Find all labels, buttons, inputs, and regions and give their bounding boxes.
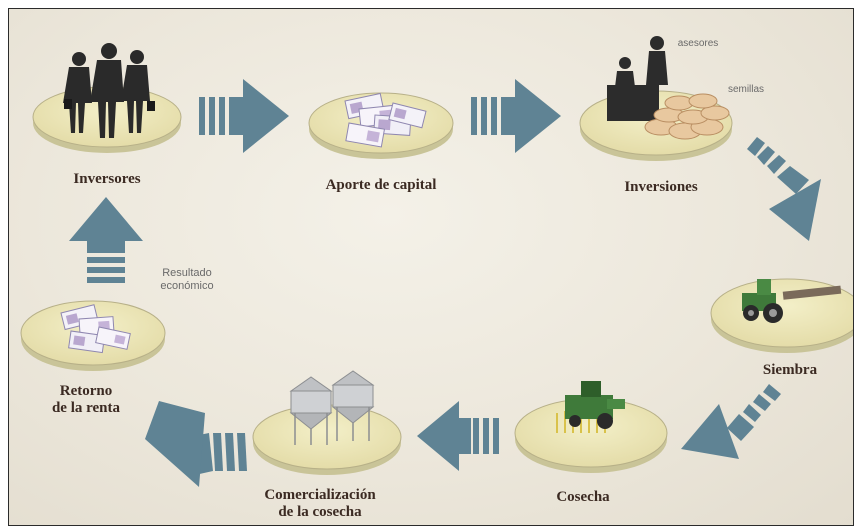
arrow-inversiones-to-siembra (747, 137, 821, 241)
label-retorno-line2: de la renta (51, 400, 121, 416)
label-comercializacion-line2: de la cosecha (278, 504, 362, 520)
silos-illustration (289, 370, 375, 445)
tractor-illustration (742, 279, 842, 323)
label-aporte-de-capital: Aporte de capital (325, 177, 437, 193)
arrow-inversores-to-aporte (199, 79, 289, 153)
note-resultado-line2: económico (160, 280, 214, 292)
arrow-comercializacion-to-retorno (145, 401, 247, 487)
label-inversiones: Inversiones (624, 179, 698, 195)
label-siembra: Siembra (762, 362, 818, 378)
note-semillas: semillas (727, 84, 765, 95)
label-inversores: Inversores (73, 171, 141, 187)
arrow-siembra-to-cosecha (681, 384, 781, 459)
combine-harvester-illustration (556, 381, 625, 433)
note-asesores: asesores (677, 38, 719, 49)
label-comercializacion-line1: Comercialización (264, 487, 376, 503)
flow-arrows (69, 79, 821, 487)
arrow-retorno-to-inversores (69, 197, 143, 283)
disc-cosecha (514, 398, 668, 473)
label-retorno-line1: Retorno (59, 383, 113, 399)
arrow-cosecha-to-comercializacion (417, 401, 499, 471)
node-discs (20, 86, 853, 475)
cycle-diagram (20, 36, 853, 487)
money-bills-illustration (344, 92, 427, 148)
note-resultado-line1: Resultado (162, 267, 212, 279)
advisors-seeds-illustration (607, 36, 730, 140)
diagram-frame: Inversores Aporte de capital Inversiones… (8, 8, 854, 526)
arrow-aporte-to-inversiones (471, 79, 561, 153)
label-cosecha: Cosecha (556, 489, 610, 505)
investors-illustration (63, 43, 155, 138)
money-return-illustration (60, 304, 131, 354)
